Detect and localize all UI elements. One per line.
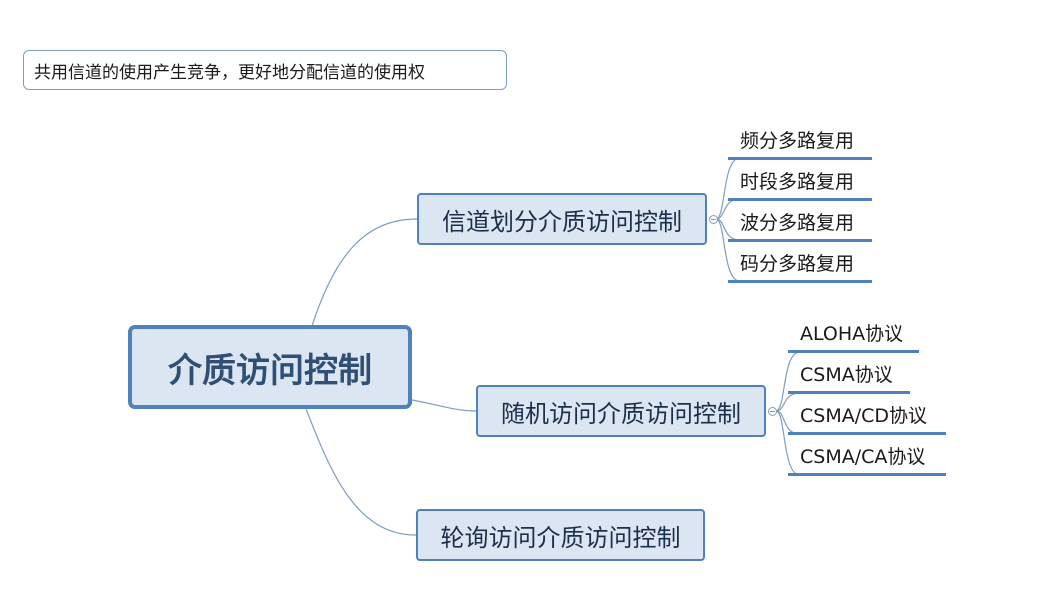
- leaf-csma-ca[interactable]: CSMA/CA协议: [788, 438, 946, 476]
- branch-polling-access[interactable]: 轮询访问介质访问控制: [416, 509, 705, 561]
- leaf-label: 频分多路复用: [740, 130, 855, 152]
- leaf-label: CSMA/CD协议: [800, 405, 928, 427]
- leaf-fdm[interactable]: 频分多路复用: [728, 122, 872, 160]
- branch-channel-partitioning[interactable]: 信道划分介质访问控制: [417, 193, 707, 245]
- collapse-toggle-icon[interactable]: [709, 215, 718, 224]
- leaf-label: 码分多路复用: [740, 253, 855, 275]
- topic-note-text: 共用信道的使用产生竞争，更好地分配信道的使用权: [34, 62, 425, 83]
- link-root-branch-2: [411, 399, 477, 412]
- leaf-label: 时段多路复用: [740, 171, 855, 193]
- leaf-label: CSMA协议: [800, 364, 893, 386]
- leaf-csma-cd[interactable]: CSMA/CD协议: [788, 397, 946, 435]
- leaf-wdm[interactable]: 波分多路复用: [728, 204, 872, 242]
- link-root-branch-1: [311, 218, 418, 327]
- branch-label: 轮询访问介质访问控制: [440, 523, 681, 552]
- branch-label: 随机访问介质访问控制: [501, 399, 741, 428]
- branch-random-access[interactable]: 随机访问介质访问控制: [476, 385, 766, 437]
- leaf-label: 波分多路复用: [740, 212, 855, 234]
- branch-label: 信道划分介质访问控制: [442, 207, 682, 236]
- root-topic[interactable]: 介质访问控制: [128, 325, 412, 409]
- link-root-branch-3: [305, 408, 417, 536]
- root-topic-label: 介质访问控制: [168, 350, 372, 391]
- leaf-label: CSMA/CA协议: [800, 446, 926, 468]
- leaf-tdm[interactable]: 时段多路复用: [728, 163, 872, 201]
- leaf-cdm[interactable]: 码分多路复用: [728, 245, 872, 283]
- link-b1-leaf-4: [715, 218, 741, 282]
- leaf-aloha[interactable]: ALOHA协议: [788, 315, 919, 353]
- leaf-label: ALOHA协议: [800, 323, 904, 345]
- leaf-csma[interactable]: CSMA协议: [788, 356, 910, 394]
- topic-note[interactable]: 共用信道的使用产生竞争，更好地分配信道的使用权: [23, 50, 507, 90]
- link-b2-leaf-1: [775, 351, 801, 412]
- collapse-toggle-icon[interactable]: [768, 407, 777, 416]
